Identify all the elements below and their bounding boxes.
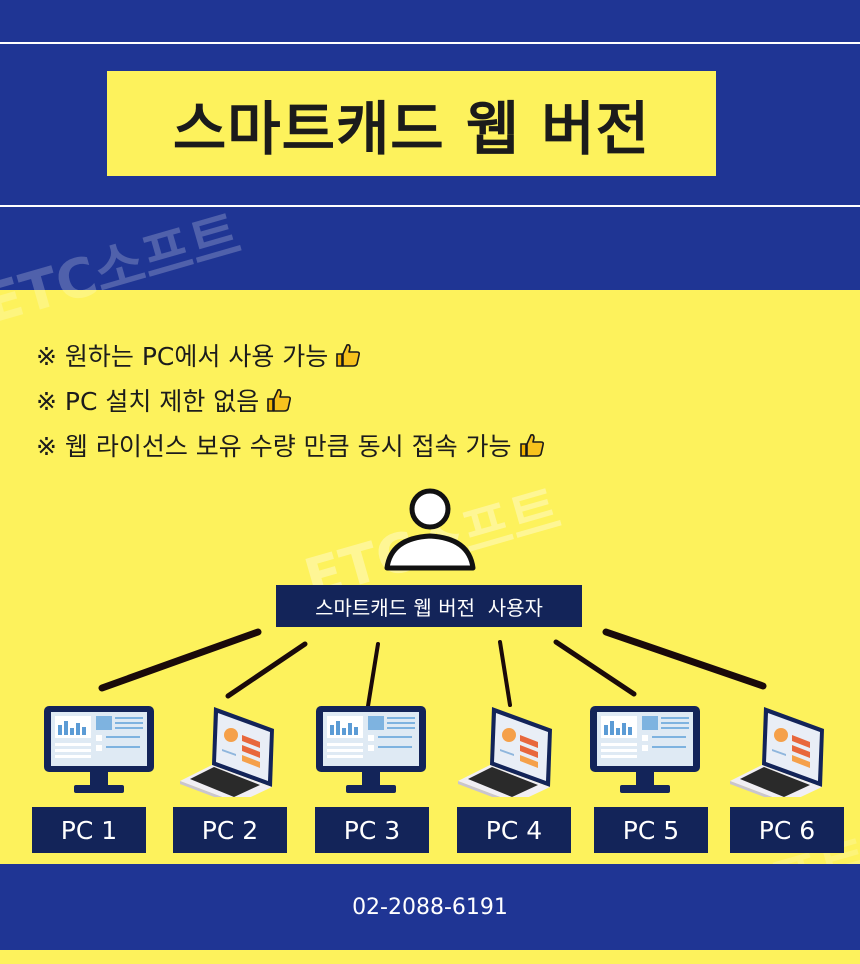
connector-line-2 bbox=[225, 641, 308, 699]
connector-line-1 bbox=[98, 628, 262, 692]
monitor-icon bbox=[586, 703, 704, 797]
divider-bottom bbox=[0, 205, 860, 207]
feature-item: ※ 원하는 PC에서 사용 가능 bbox=[36, 332, 546, 377]
thumbs-up-icon bbox=[518, 431, 546, 459]
monitor-icon bbox=[312, 703, 430, 797]
connector-line-4 bbox=[498, 640, 512, 707]
pc-label: PC 6 bbox=[730, 807, 844, 853]
laptop-icon bbox=[454, 703, 572, 806]
user-icon bbox=[384, 488, 476, 571]
pc-label: PC 2 bbox=[173, 807, 287, 853]
monitor-icon bbox=[40, 703, 158, 797]
pc-label: PC 5 bbox=[594, 807, 708, 853]
page-title: 스마트캐드 웹 버전 bbox=[172, 94, 651, 163]
connector-line-3 bbox=[366, 642, 380, 708]
footer: 02-2088-6191 bbox=[0, 864, 860, 950]
connector-line-5 bbox=[553, 639, 637, 697]
user-label: 스마트캐드 웹 버전 사용자 bbox=[276, 585, 582, 627]
laptop-icon bbox=[176, 703, 294, 806]
feature-item: ※ 웹 라이선스 보유 수량 만큼 동시 접속 가능 bbox=[36, 422, 546, 467]
title-box: 스마트캐드 웹 버전 bbox=[107, 71, 716, 176]
feature-list: ※ 원하는 PC에서 사용 가능 ※ PC 설치 제한 없음 ※ 웹 라이선스 … bbox=[36, 332, 546, 467]
laptop-icon bbox=[726, 703, 844, 806]
thumbs-up-icon bbox=[334, 341, 362, 369]
pc-label: PC 4 bbox=[457, 807, 571, 853]
pc-label: PC 1 bbox=[32, 807, 146, 853]
phone-number: 02-2088-6191 bbox=[352, 894, 508, 920]
feature-item: ※ PC 설치 제한 없음 bbox=[36, 377, 546, 422]
thumbs-up-icon bbox=[265, 386, 293, 414]
pc-label: PC 3 bbox=[315, 807, 429, 853]
divider-top bbox=[0, 42, 860, 44]
connector-line-6 bbox=[602, 628, 767, 690]
